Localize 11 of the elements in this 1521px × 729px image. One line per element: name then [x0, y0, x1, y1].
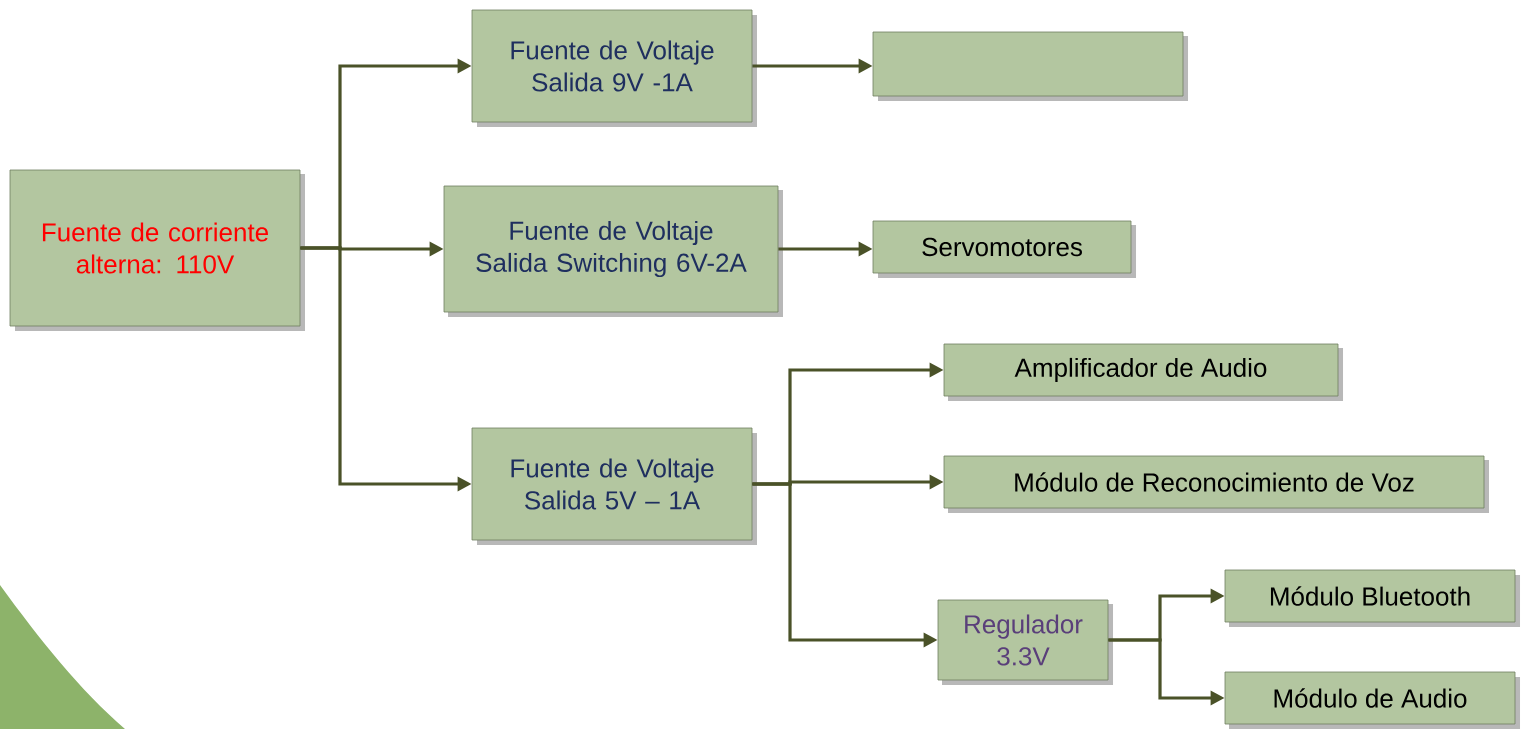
process-box: Módulo de Reconocimiento de Voz [943, 455, 1489, 513]
process-box: Regulador 3.3V [937, 599, 1113, 685]
process-box: Amplificador de Audio [943, 343, 1343, 401]
process-box: Fuente de Voltaje Salida 5V – 1A [471, 427, 757, 545]
empty-box [872, 31, 1188, 101]
process-box: Módulo de Audio [1224, 671, 1520, 729]
process-box: Fuente de Voltaje Salida 9V -1A [471, 9, 757, 127]
process-box: Fuente de Voltaje Salida Switching 6V-2A [443, 185, 783, 317]
process-box: Servomotores [872, 220, 1136, 278]
process-box: Módulo Bluetooth [1224, 569, 1520, 627]
process-box: Fuente de corriente alterna: 110V [9, 169, 305, 331]
